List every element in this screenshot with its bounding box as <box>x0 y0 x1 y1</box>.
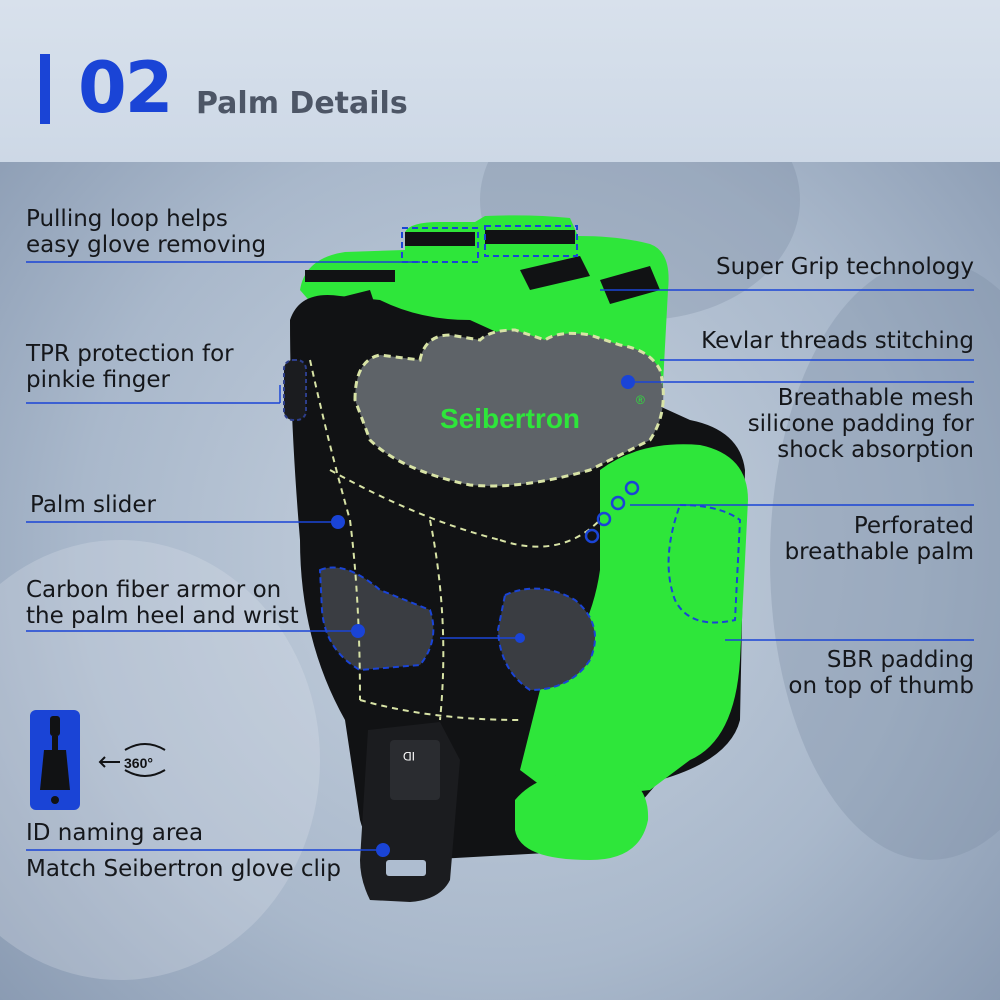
header-band <box>0 0 1000 162</box>
rotate-360-icon <box>98 743 166 777</box>
thumb-sbr-pad <box>515 770 649 860</box>
id-naming-area <box>390 740 440 800</box>
callout-super-grip: Super Grip technology <box>716 254 974 280</box>
callout-tpr-protection: TPR protection for pinkie finger <box>26 341 234 393</box>
section-number: 02 <box>78 47 173 129</box>
callout-breathable-mesh: Breathable mesh silicone padding for sho… <box>747 385 974 463</box>
callout-id-naming: ID naming area <box>26 820 204 846</box>
tpr-pinkie-pad <box>283 359 307 421</box>
glove-clip-icon <box>40 716 70 804</box>
carbon-armor-heel <box>318 566 435 672</box>
brand-logo: Seibertron <box>440 403 580 434</box>
carbon-armor-wrist <box>496 587 596 692</box>
callout-kevlar: Kevlar threads stitching <box>701 328 974 354</box>
section-title: Palm Details <box>196 86 408 121</box>
rotate-360-label: 360° <box>124 755 153 771</box>
callout-pulling-loop: Pulling loop helps easy glove removing <box>26 206 267 258</box>
glove-thumb-green <box>520 444 748 800</box>
callout-perforated: Perforated breathable palm <box>784 513 974 565</box>
brand-registered-mark: ® <box>636 393 645 407</box>
header-accent-bar <box>40 54 50 124</box>
callout-sbr-padding: SBR padding on top of thumb <box>788 647 974 699</box>
id-text: ID <box>403 749 415 763</box>
callout-palm-slider: Palm slider <box>30 492 157 518</box>
callout-match-clip: Match Seibertron glove clip <box>26 856 341 882</box>
silicone-palm-pad <box>353 328 665 488</box>
callout-carbon-armor: Carbon fiber armor on the palm heel and … <box>26 577 299 629</box>
